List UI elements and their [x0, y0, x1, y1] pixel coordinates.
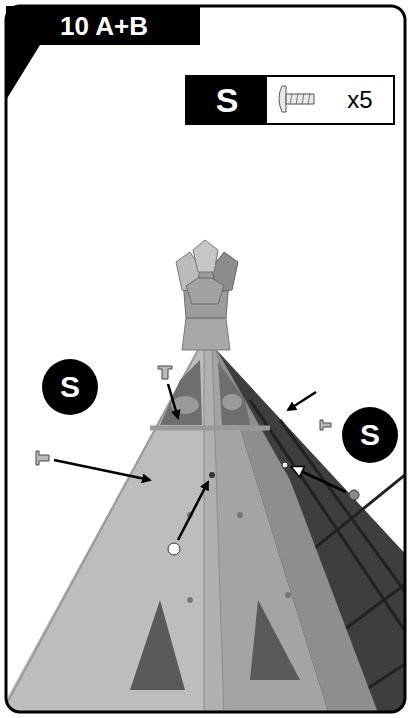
- step-title: 10 A+B: [8, 6, 200, 46]
- part-letter: S: [187, 77, 267, 123]
- part-callout-circle: S: [42, 359, 98, 415]
- part-quantity: x5: [332, 77, 388, 123]
- part-callout-circle: S: [342, 407, 398, 463]
- callout-letter: S: [60, 372, 80, 402]
- callout-letter: S: [360, 420, 380, 450]
- parts-box: Sx5: [185, 75, 395, 125]
